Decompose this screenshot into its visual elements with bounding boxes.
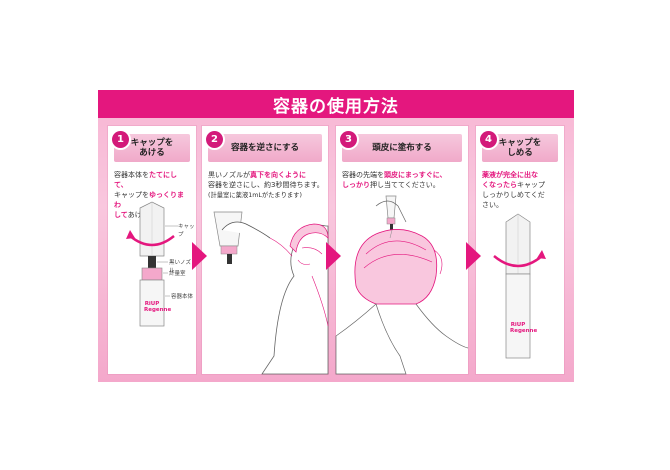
step-3-desc-emph: しっかり [342,181,370,189]
closed-bottle-illustration [493,213,546,359]
step-2-desc-emph: 真下を向くように [250,171,306,179]
step-2-desc-note: (計量室に薬液1mLがたまります) [208,192,302,199]
step-3-desc-text: 押し当ててください。 [370,181,440,189]
step-3-desc-text: 容器の先端を [342,171,384,179]
step-1-number: 1 [112,131,129,148]
step-4-title-line1: キャップを [498,138,542,148]
woman-holding-bottle-illustration [213,211,329,375]
step-4-number: 4 [480,131,497,148]
product-logo: RiUP Regenne [510,322,538,334]
step-4-desc-text: さい。 [482,201,503,209]
product-logo-line1: RiUP [510,322,526,328]
step-1-title-line1: キャップを [130,138,174,148]
product-logo-line2: Regenne [144,307,172,313]
step-3-description: 容器の先端を頭皮にまっすぐに、 しっかり押し当ててください。 [342,170,466,190]
step-1-card: 1 キャップを あける 容器本体をたてにして、 キャップをゆっくりまわ してあけ… [108,126,196,374]
step-2-desc-text: 黒いノズルが [208,171,250,179]
usage-instructions-panel: 容器の使用方法 1 キャップを あける 容器本体をたてにして、 キャップをゆっく… [98,90,574,382]
arrow-right-icon [192,242,207,270]
step-3-card: 3 頭皮に塗布する 容器の先端を頭皮にまっすぐに、 しっかり押し当ててください。 [335,126,469,375]
nozzle-label: 黒いノズル [169,260,192,274]
body-label: 容器本体 [171,294,194,300]
cap-illustration [126,201,178,327]
step-4-description: 薬液が完全に出な くなったらキャップ しっかりしめてくだ さい。 [482,170,560,210]
step-2-number: 2 [206,131,223,148]
step-1-desc-text: キャップを [114,191,149,199]
cap-label: キャップ [178,224,195,238]
step-3-number: 3 [340,131,357,148]
step-3-title: 頭皮に塗布する [342,134,462,162]
product-logo-line2: Regenne [510,328,538,334]
step-1-desc-emph: して [114,211,128,219]
step-3-desc-emph: 頭皮にまっすぐに、 [384,171,447,179]
step-2-description: 黒いノズルが真下を向くように 容器を逆さにし、約3秒間待ちます。 (計量室に薬液… [208,170,328,201]
step-2-desc-text: 容器を逆さにし、約3秒間待ちます。 [208,181,324,189]
product-logo-line1: RiUP [144,301,160,307]
step-2-title: 容器を逆さにする [208,134,322,162]
step-4-desc-text: しっかりしめてくだ [482,191,545,199]
product-logo: RiUP Regenne [144,301,172,313]
panel-header: 容器の使用方法 [98,90,574,118]
arrow-right-icon [326,242,341,270]
step-4-title-line2: しめる [507,148,533,158]
step-1-title-line2: あける [139,148,165,158]
step-1-desc-emph: ゆっくりまわ [114,191,184,209]
applying-to-scalp-illustration [335,195,469,375]
step-4-card: 4 キャップを しめる 薬液が完全に出な くなったらキャップ しっかりしめてくだ… [476,126,564,374]
chamber-label: 計量室 [169,271,186,277]
step-4-desc-text: キャップ [517,181,545,189]
step-4-title: キャップを しめる [482,134,558,162]
step-2-card: 2 容器を逆さにする 黒いノズルが真下を向くように 容器を逆さにし、約3秒間待ち… [202,126,329,375]
arrow-right-icon [466,242,481,270]
panel-title: 容器の使用方法 [273,96,399,117]
step-1-desc-emph: たてにして、 [114,171,177,189]
step-1-desc-text: 容器本体を [114,171,149,179]
step-4-desc-emph: 薬液が完全に出な [482,171,538,179]
step-4-desc-emph: くなったら [482,181,517,189]
